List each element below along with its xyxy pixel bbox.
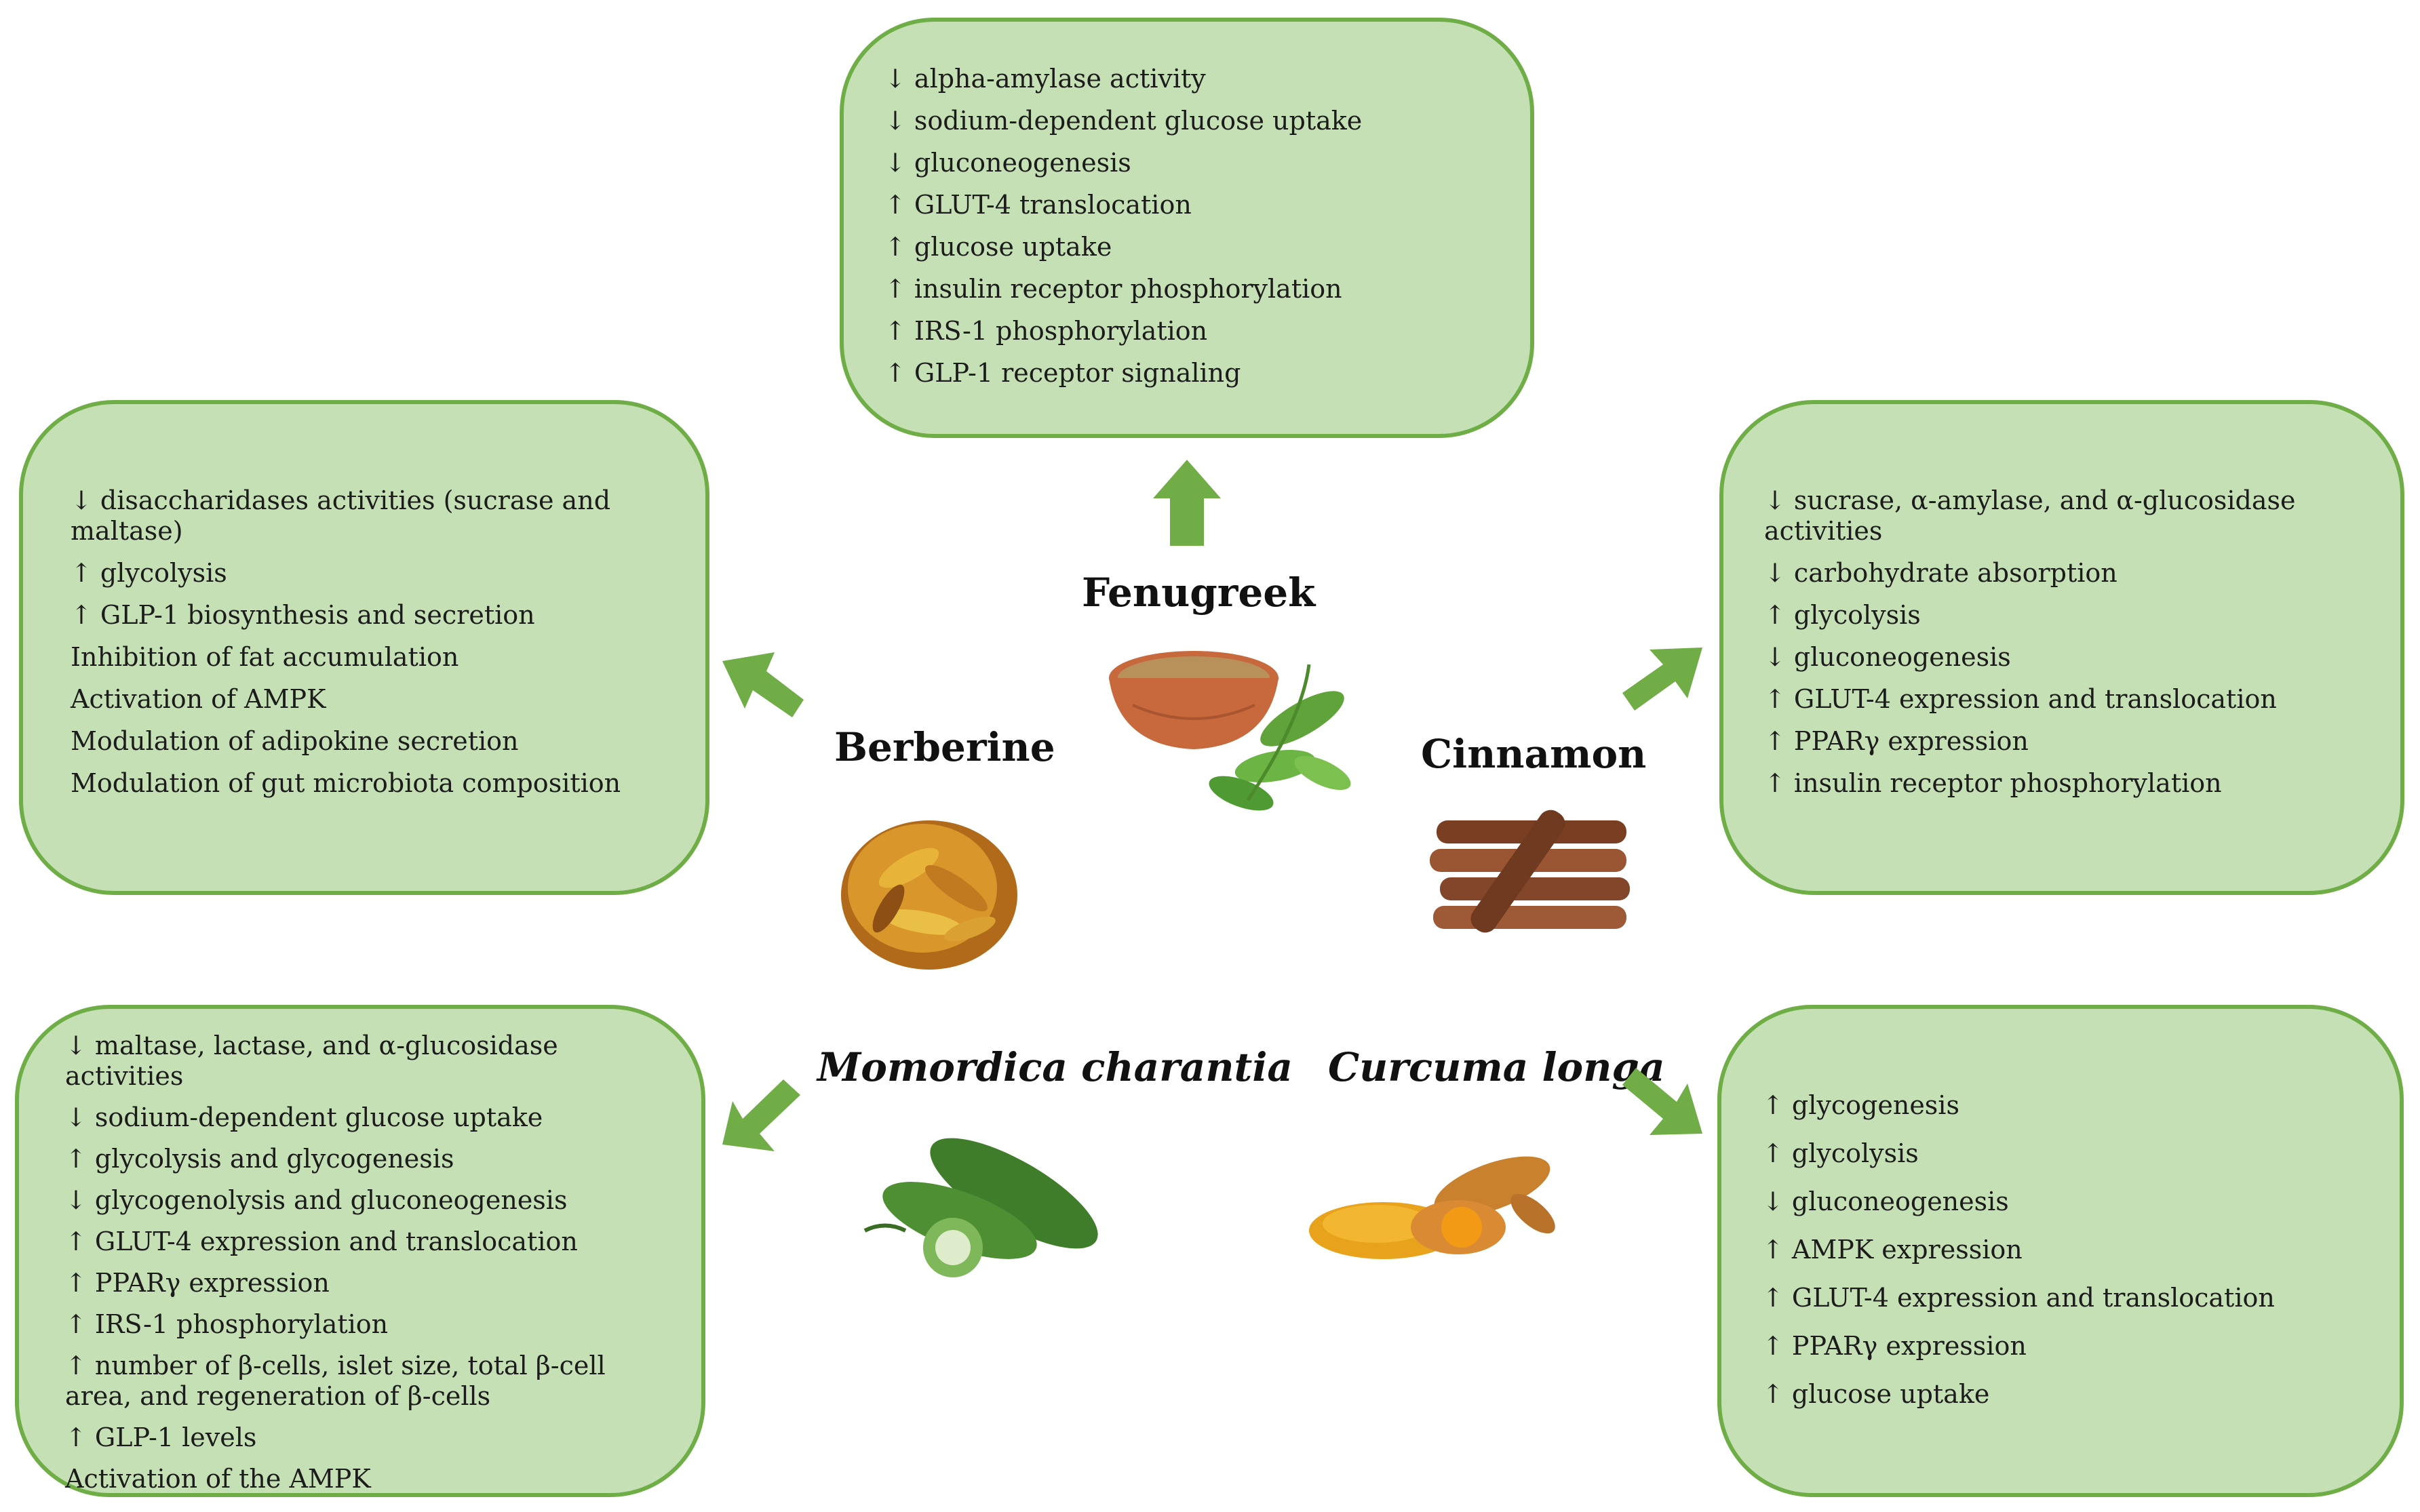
berberine-effects-list: ↓ disaccharidases activities (sucrase an…	[71, 485, 651, 799]
list-item: ↑ glycolysis and glycogenesis	[65, 1144, 454, 1174]
list-item: ↓ sodium-dependent glucose uptake	[65, 1102, 543, 1132]
list-item: ↑ number of β-cells, islet size, total β…	[65, 1351, 606, 1411]
momordica-effects-list: ↓ maltase, lactase, and α-glucosidase ac…	[65, 1031, 661, 1494]
fenugreek-image	[1109, 651, 1351, 811]
fenugreek-label: Fenugreek	[1082, 570, 1316, 616]
cinnamon-effects-box: ↓ sucrase, α-amylase, and α-glucosidase …	[1719, 400, 2404, 895]
list-item: Activation of the AMPK	[65, 1464, 371, 1494]
turmeric-icon	[1309, 1156, 1555, 1259]
list-item: ↑ insulin receptor phosphorylation	[1764, 768, 2222, 798]
list-item: ↓ sodium-dependent glucose uptake	[884, 106, 1363, 136]
list-item: ↑ PPARγ expression	[1764, 726, 2029, 756]
list-item: ↑ GLP-1 levels	[65, 1423, 257, 1452]
seed-bowl-icon	[1109, 651, 1279, 749]
list-item: ↑ glycolysis	[1762, 1138, 1919, 1168]
arrow-up-right-icon	[1622, 648, 1702, 711]
cinnamon-image	[1430, 810, 1630, 933]
berberine-image	[841, 820, 1017, 970]
list-item: ↑ GLUT-4 expression and translocation	[1764, 684, 2277, 714]
list-item: ↑ insulin receptor phosphorylation	[884, 274, 1342, 304]
list-item: ↑ PPARγ expression	[1762, 1331, 2027, 1361]
list-item: ↑ IRS-1 phosphorylation	[884, 316, 1208, 346]
list-item: ↓ maltase, lactase, and α-glucosidase ac…	[65, 1031, 558, 1091]
list-item: ↑ glucose uptake	[1762, 1379, 1990, 1409]
cinnamon-effects-list: ↓ sucrase, α-amylase, and α-glucosidase …	[1764, 485, 2360, 799]
momordica-image	[863, 1138, 1098, 1277]
list-item: ↓ alpha-amylase activity	[884, 64, 1206, 94]
leaf-icon	[1209, 664, 1351, 811]
fenugreek-effects-box: ↓ alpha-amylase activity ↓ sodium-depend…	[840, 18, 1534, 438]
arrow-down-left-icon	[722, 1079, 800, 1151]
list-item: ↑ glycolysis	[71, 558, 227, 588]
curcuma-effects-box: ↑ glycogenesis ↑ glycolysis ↓ gluconeoge…	[1717, 1005, 2404, 1497]
list-item: ↑ GLP-1 biosynthesis and secretion	[71, 600, 535, 630]
list-item: Modulation of adipokine secretion	[71, 726, 519, 756]
bitter-gourd-icon	[863, 1138, 1098, 1277]
fenugreek-effects-list: ↓ alpha-amylase activity ↓ sodium-depend…	[884, 64, 1489, 389]
arrow-up-icon	[1153, 460, 1221, 546]
list-item: ↑ GLUT-4 expression and translocation	[65, 1227, 578, 1256]
cinnamon-sticks-icon	[1430, 810, 1630, 933]
list-item: ↓ disaccharidases activities (sucrase an…	[71, 485, 611, 546]
list-item: ↓ gluconeogenesis	[884, 148, 1131, 178]
list-item: ↑ glycogenesis	[1762, 1090, 1959, 1120]
berberine-effects-box: ↓ disaccharidases activities (sucrase an…	[19, 400, 709, 895]
list-item: ↑ PPARγ expression	[65, 1268, 330, 1298]
momordica-label: Momordica charantia	[817, 1044, 1293, 1090]
curcuma-image	[1309, 1156, 1555, 1259]
list-item: ↓ gluconeogenesis	[1764, 642, 2011, 672]
curcuma-effects-list: ↑ glycogenesis ↑ glycolysis ↓ gluconeoge…	[1762, 1090, 2359, 1410]
list-item: ↓ sucrase, α-amylase, and α-glucosidase …	[1764, 485, 2296, 546]
list-item: ↑ GLUT-4 translocation	[884, 190, 1192, 220]
momordica-effects-box: ↓ maltase, lactase, and α-glucosidase ac…	[15, 1005, 705, 1497]
list-item: Modulation of gut microbiota composition	[71, 768, 621, 798]
list-item: ↓ carbohydrate absorption	[1764, 558, 2118, 588]
list-item: ↓ glycogenolysis and gluconeogenesis	[65, 1185, 568, 1215]
list-item: ↑ GLUT-4 expression and translocation	[1762, 1283, 2275, 1313]
list-item: Activation of AMPK	[71, 684, 326, 714]
list-item: ↑ glycolysis	[1764, 600, 1921, 630]
arrow-down-right-icon	[1622, 1068, 1702, 1135]
bark-pile-icon	[841, 820, 1017, 970]
list-item: Inhibition of fat accumulation	[71, 642, 459, 672]
arrow-up-left-icon	[722, 652, 804, 717]
cinnamon-label: Cinnamon	[1421, 731, 1647, 777]
list-item: ↑ IRS-1 phosphorylation	[65, 1309, 389, 1339]
list-item: ↑ AMPK expression	[1762, 1235, 2023, 1265]
curcuma-label: Curcuma longa	[1328, 1044, 1665, 1090]
list-item: ↑ GLP-1 receptor signaling	[884, 358, 1241, 388]
list-item: ↓ gluconeogenesis	[1762, 1187, 2009, 1216]
list-item: ↑ glucose uptake	[884, 232, 1112, 262]
berberine-label: Berberine	[834, 724, 1055, 770]
